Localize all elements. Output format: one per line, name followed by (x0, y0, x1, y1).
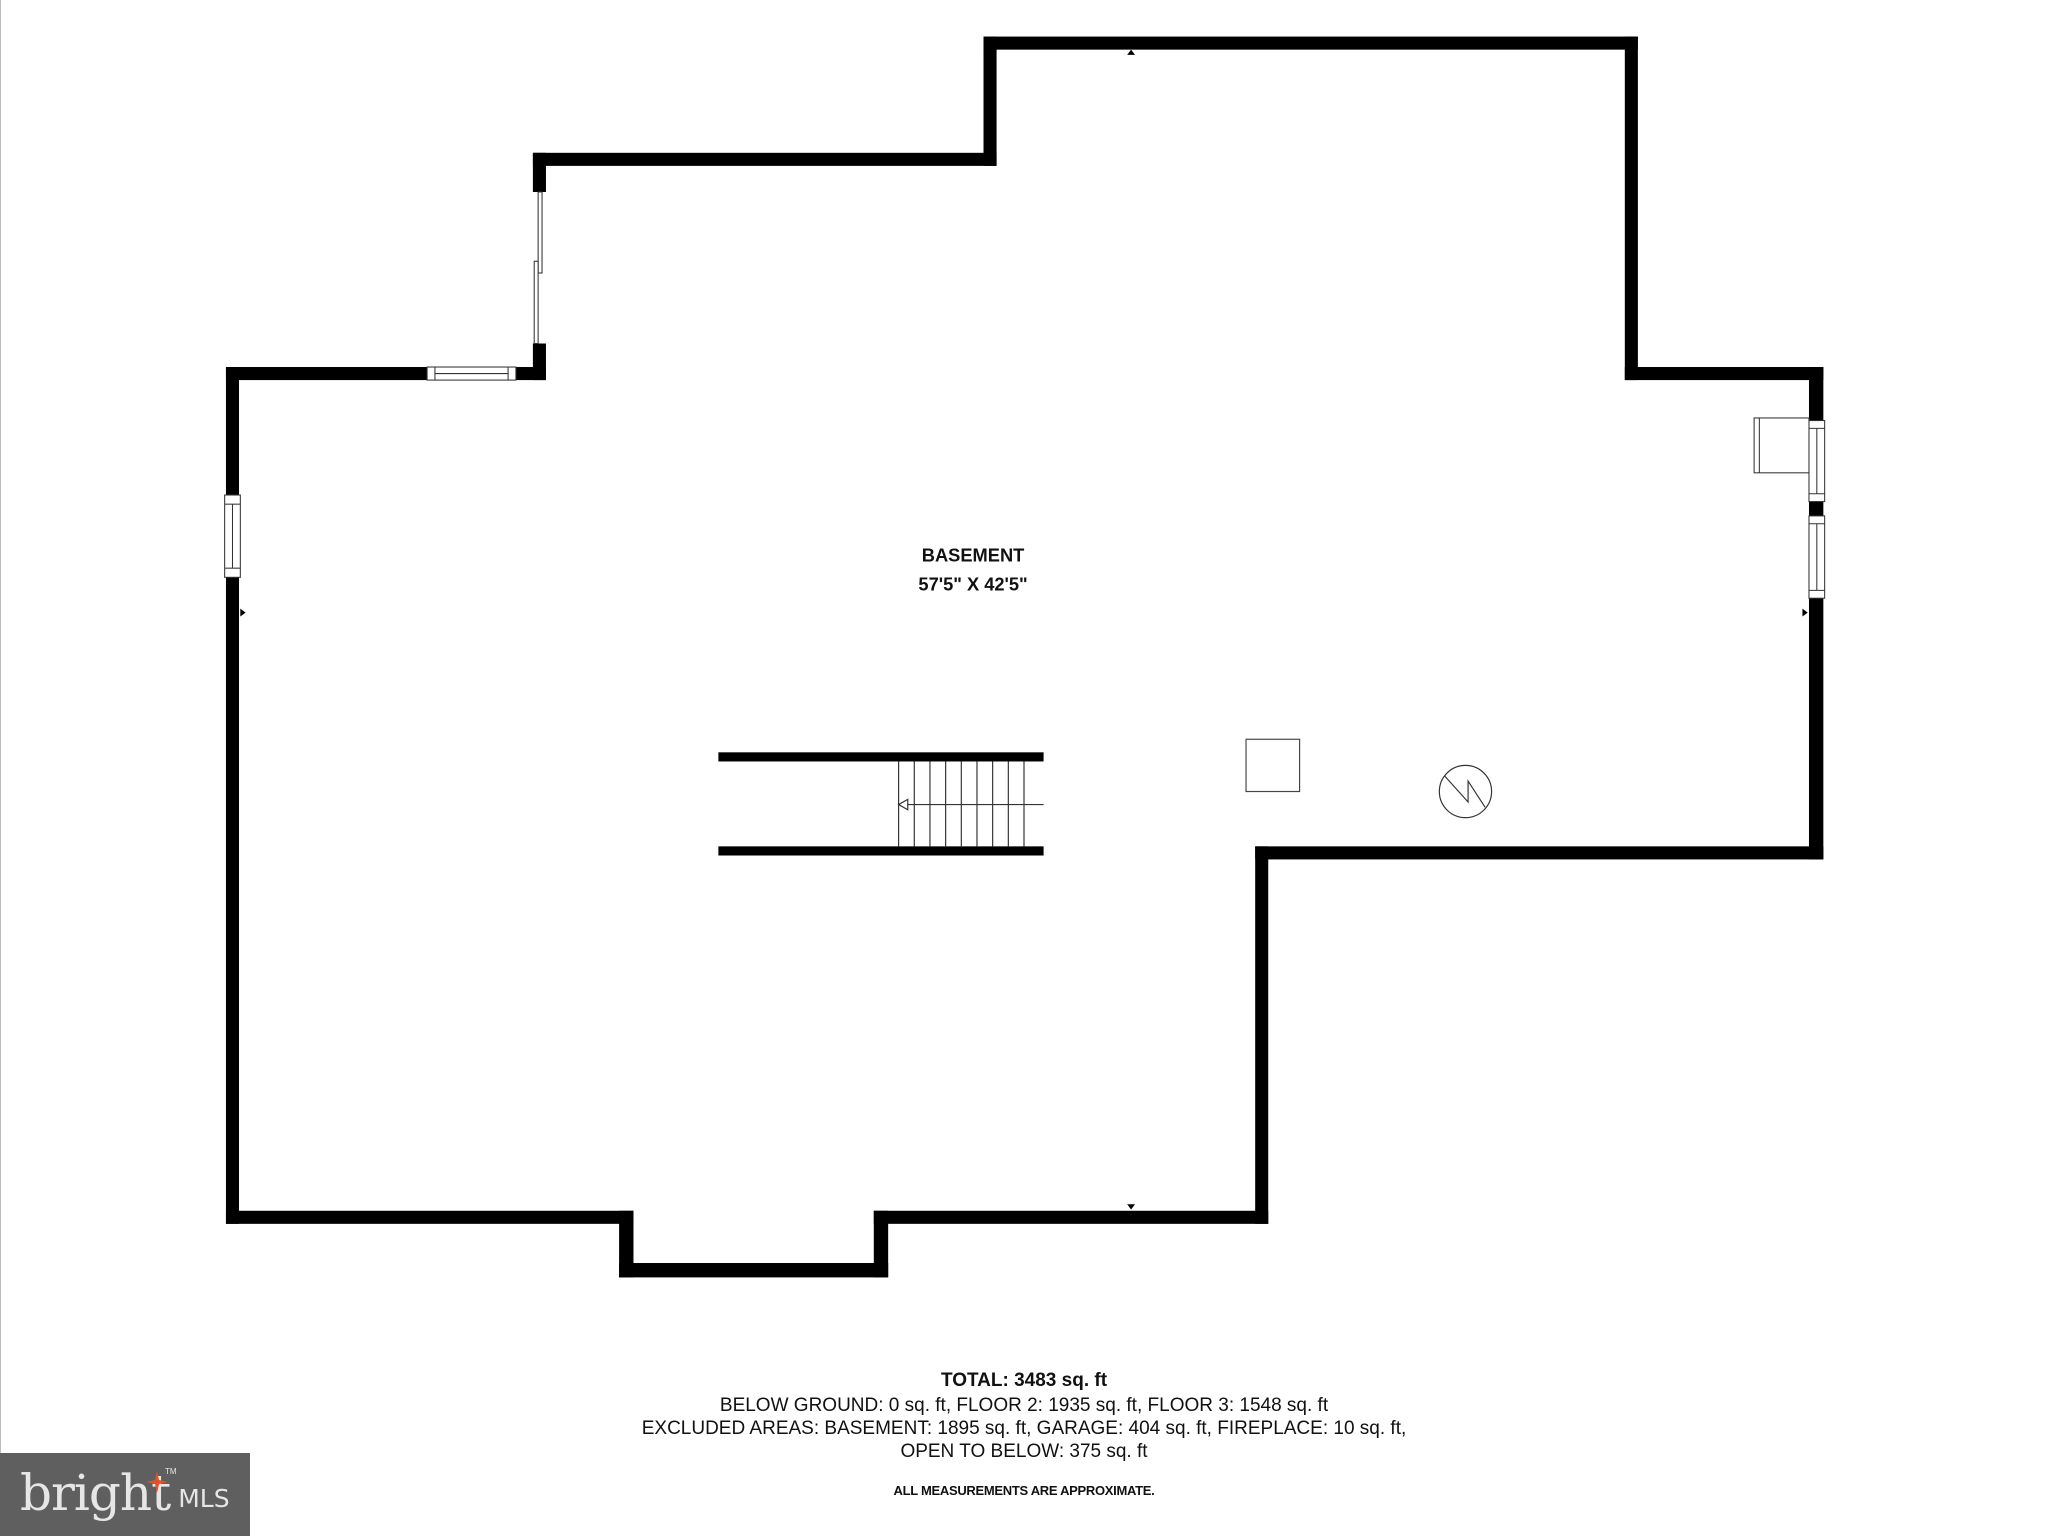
disclaimer: ALL MEASUREMENTS ARE APPROXIMATE. (893, 1483, 1155, 1498)
stairs-direction-arrow-icon (897, 798, 909, 811)
water-heater-icon (1438, 764, 1493, 819)
window-right-lower (1808, 515, 1826, 599)
room-dimensions: 57'5" X 42'5" (918, 573, 1027, 594)
room-name: BASEMENT (922, 545, 1025, 566)
logo-wordmark: bright (20, 1463, 171, 1522)
total-area: TOTAL: 3483 sq. ft (940, 1370, 1108, 1391)
bright-mls-logo: bright MLS TM (0, 1453, 250, 1536)
window-top-left (426, 366, 517, 381)
logo-trademark: TM (165, 1467, 177, 1476)
window-left (224, 494, 241, 578)
excluded-areas: EXCLUDED AREAS: BASEMENT: 1895 sq. ft, G… (641, 1418, 1407, 1439)
logo-suffix: MLS (178, 1484, 230, 1513)
image-left-edge (0, 0, 1, 1536)
wall-cabinet (1753, 417, 1810, 474)
sparkle-icon (146, 1471, 168, 1493)
window-right-upper (1808, 420, 1826, 503)
excluded-areas-cont: OPEN TO BELOW: 375 sq. ft (900, 1441, 1148, 1462)
floor-areas: BELOW GROUND: 0 sq. ft, FLOOR 2: 1935 sq… (719, 1395, 1329, 1416)
stairs (718, 752, 1044, 856)
exterior-walls (225, 36, 1824, 1278)
square-fixture (1245, 738, 1301, 793)
wall-markers (240, 49, 1808, 1210)
sliding-door (533, 191, 543, 345)
